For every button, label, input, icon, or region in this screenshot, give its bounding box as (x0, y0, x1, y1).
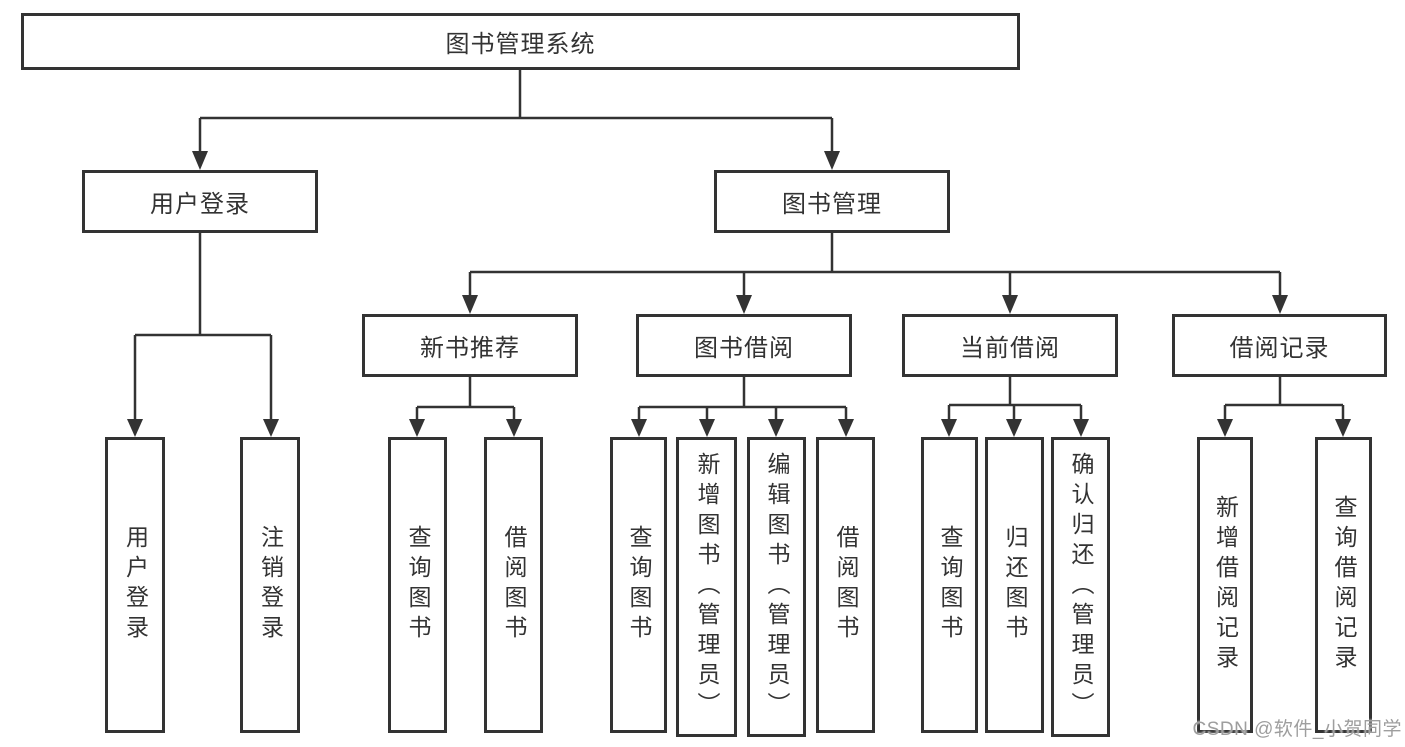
leaf-add-borrow-record: 新增借阅记录 (1197, 437, 1253, 733)
node-borrow-records: 借阅记录 (1172, 314, 1387, 377)
csdn-watermark: CSDN @软件_小贺同学 (1192, 719, 1402, 740)
connector-book-borrow-to-leaves (631, 377, 854, 437)
node-user-login: 用户登录 (82, 170, 318, 233)
connector-root-to-level2 (192, 70, 840, 170)
connector-borrow-records-to-leaves (1217, 377, 1351, 437)
node-new-book-recommend: 新书推荐 (362, 314, 578, 377)
leaf-borrow-books-recommend: 借阅图书 (484, 437, 543, 733)
leaf-return-books: 归还图书 (985, 437, 1044, 733)
leaf-query-books-recommend: 查询图书 (388, 437, 447, 733)
leaf-query-books-current: 查询图书 (921, 437, 978, 733)
connector-current-borrow-to-leaves (941, 377, 1089, 437)
connector-new-book-recommend-to-leaves (409, 377, 522, 437)
node-current-borrow: 当前借阅 (902, 314, 1118, 377)
connector-user-login-to-leaves (127, 233, 279, 437)
leaf-user-login: 用户登录 (105, 437, 165, 733)
leaf-edit-book-admin: 编辑图书（管理员） (747, 437, 806, 737)
leaf-confirm-return-admin: 确认归还（管理员） (1051, 437, 1110, 737)
node-book-management: 图书管理 (714, 170, 950, 233)
leaf-borrow-books: 借阅图书 (816, 437, 875, 733)
node-library-system: 图书管理系统 (21, 13, 1020, 70)
leaf-query-books-borrow: 查询图书 (610, 437, 667, 733)
leaf-add-book-admin: 新增图书（管理员） (676, 437, 737, 737)
leaf-query-borrow-record: 查询借阅记录 (1315, 437, 1372, 733)
node-book-borrow: 图书借阅 (636, 314, 852, 377)
leaf-logout: 注销登录 (240, 437, 300, 733)
connector-book-management-to-level3 (462, 233, 1288, 314)
